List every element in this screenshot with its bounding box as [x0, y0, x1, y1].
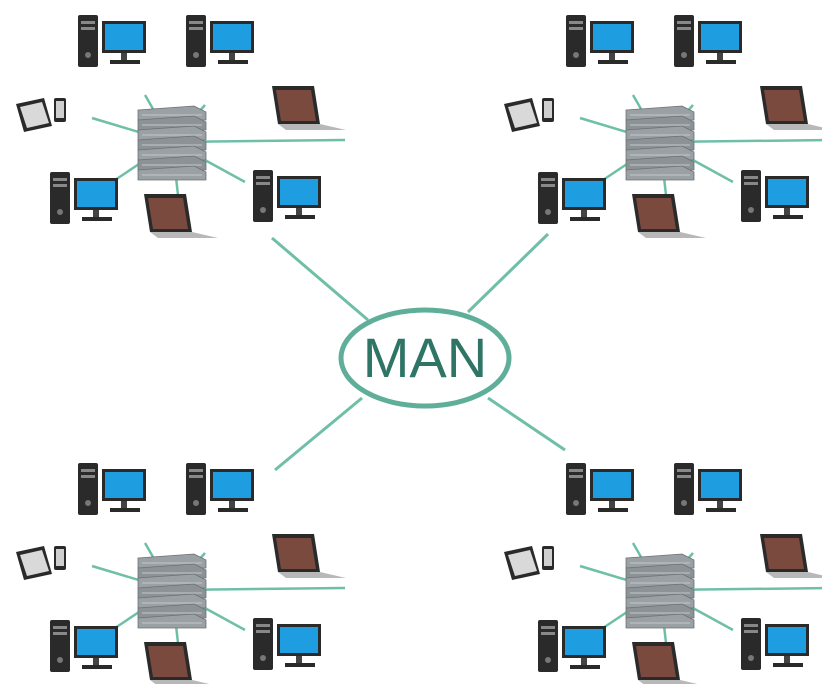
desktop-pc-icon: [566, 15, 634, 67]
laptop-icon: [632, 194, 706, 238]
laptop-icon: [760, 534, 822, 578]
trunk-links: [271, 232, 566, 472]
desktop-pc-icon: [741, 170, 809, 222]
desktop-pc-icon: [253, 618, 321, 670]
laptop-icon: [632, 642, 698, 684]
desktop-pc-icon: [674, 463, 742, 515]
desktop-pc-icon: [253, 170, 321, 222]
tablet-phone-icon: [16, 546, 66, 580]
desktop-pc-icon: [186, 463, 254, 515]
server-rack-icon: [137, 105, 207, 181]
trunk-link: [271, 236, 369, 322]
cluster-bottom-right: [504, 463, 822, 684]
desktop-pc-icon: [78, 463, 146, 515]
desktop-pc-icon: [538, 172, 606, 224]
man-label: MAN: [363, 326, 487, 389]
tablet-phone-icon: [504, 98, 554, 132]
trunk-link: [274, 396, 363, 472]
server-rack-icon: [137, 553, 207, 629]
desktop-pc-icon: [50, 172, 118, 224]
desktop-pc-icon: [186, 15, 254, 67]
tablet-phone-icon: [16, 98, 66, 132]
trunk-link: [487, 396, 566, 452]
desktop-pc-icon: [78, 15, 146, 67]
laptop-icon: [144, 642, 210, 684]
man-ellipse: [338, 307, 512, 409]
desktop-pc-icon: [538, 620, 606, 672]
server-rack-icon: [625, 105, 695, 181]
desktop-pc-icon: [674, 15, 742, 67]
desktop-pc-icon: [50, 620, 118, 672]
cluster-bottom-left: [16, 463, 346, 684]
laptop-icon: [144, 194, 218, 238]
cluster-top-left: [16, 15, 346, 238]
desktop-pc-icon: [566, 463, 634, 515]
laptop-icon: [272, 86, 346, 130]
tablet-phone-icon: [504, 546, 554, 580]
laptop-icon: [272, 534, 346, 578]
server-rack-icon: [625, 553, 695, 629]
trunk-link: [466, 232, 550, 314]
desktop-pc-icon: [741, 618, 809, 670]
laptop-icon: [760, 86, 822, 130]
cluster-top-right: [504, 15, 822, 238]
clusters: [16, 15, 822, 684]
